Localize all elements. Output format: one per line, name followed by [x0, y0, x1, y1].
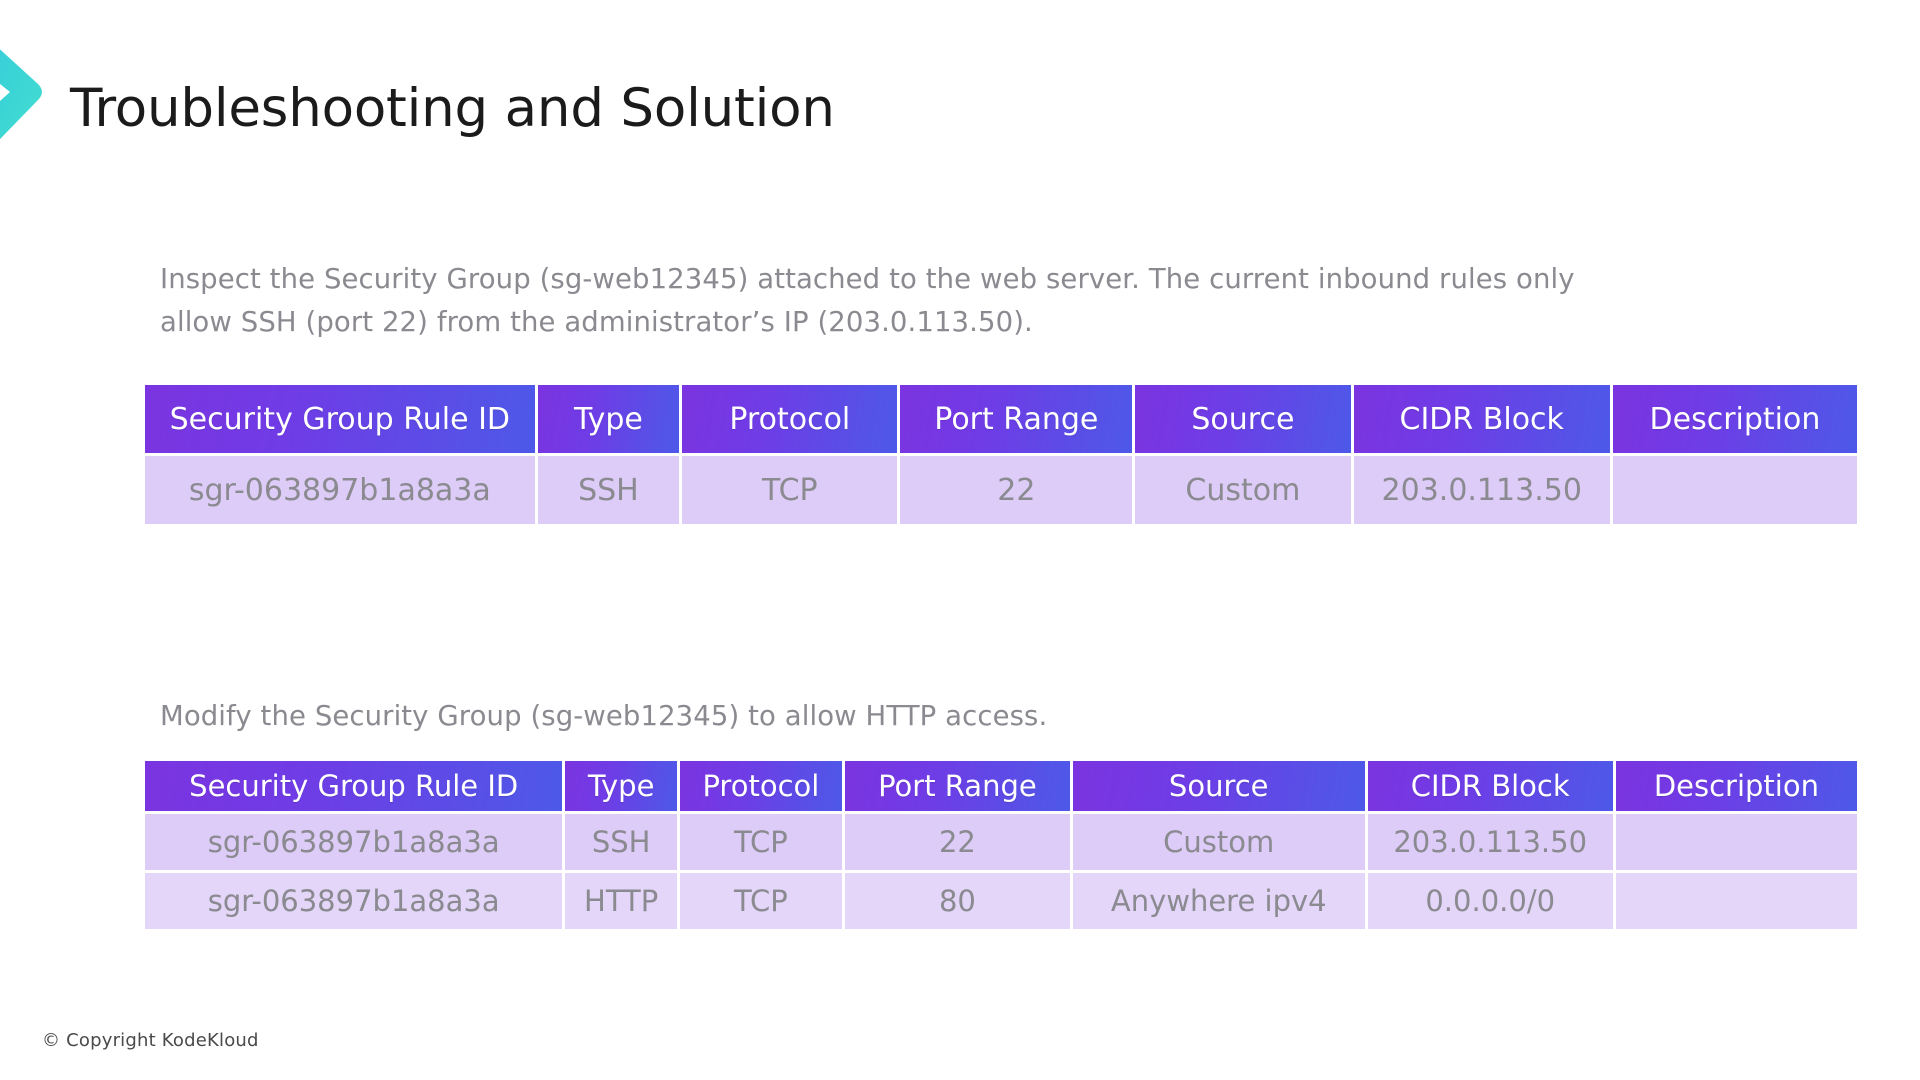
section-2-description: Modify the Security Group (sg-web12345) … — [160, 700, 1048, 732]
page-title: Troubleshooting and Solution — [70, 78, 835, 139]
cell-source: Custom — [1072, 814, 1365, 870]
table-row[interactable]: sgr-063897b1a8a3a SSH TCP 22 Custom 203.… — [145, 456, 1857, 524]
cell-port-range: 22 — [844, 814, 1070, 870]
table-row[interactable]: sgr-063897b1a8a3a HTTP TCP 80 Anywhere i… — [145, 873, 1857, 929]
section-1-description: Inspect the Security Group (sg-web12345)… — [160, 263, 1575, 338]
cell-cidr-block: 203.0.113.50 — [1367, 814, 1613, 870]
column-header-type[interactable]: Type — [565, 761, 677, 811]
cell-source: Anywhere ipv4 — [1072, 873, 1365, 929]
column-header-source[interactable]: Source — [1135, 385, 1351, 453]
cell-rule-id: sgr-063897b1a8a3a — [145, 456, 535, 524]
column-header-source[interactable]: Source — [1072, 761, 1365, 811]
cell-description — [1615, 873, 1857, 929]
column-header-rule-id[interactable]: Security Group Rule ID — [145, 761, 563, 811]
column-header-protocol[interactable]: Protocol — [679, 761, 842, 811]
column-header-description[interactable]: Description — [1615, 761, 1857, 811]
table-header-row: Security Group Rule ID Type Protocol Por… — [145, 761, 1857, 811]
column-header-port-range[interactable]: Port Range — [844, 761, 1070, 811]
chevron-right-icon — [0, 49, 42, 140]
cell-protocol: TCP — [682, 456, 898, 524]
column-header-type[interactable]: Type — [537, 385, 680, 453]
cell-protocol: TCP — [679, 814, 842, 870]
cell-protocol: TCP — [679, 873, 842, 929]
security-group-rules-table-after: Security Group Rule ID Type Protocol Por… — [142, 758, 1860, 932]
cell-cidr-block: 203.0.113.50 — [1353, 456, 1610, 524]
column-header-cidr-block[interactable]: CIDR Block — [1367, 761, 1613, 811]
cell-description — [1612, 456, 1857, 524]
cell-rule-id: sgr-063897b1a8a3a — [145, 873, 563, 929]
security-group-rules-table-before: Security Group Rule ID Type Protocol Por… — [142, 382, 1860, 527]
column-header-port-range[interactable]: Port Range — [900, 385, 1133, 453]
cell-cidr-block: 0.0.0.0/0 — [1367, 873, 1613, 929]
brand-chevron-logo — [0, 20, 66, 172]
table-header-row: Security Group Rule ID Type Protocol Por… — [145, 385, 1857, 453]
cell-type: SSH — [537, 456, 680, 524]
cell-port-range: 22 — [900, 456, 1133, 524]
cell-source: Custom — [1135, 456, 1351, 524]
column-header-description[interactable]: Description — [1612, 385, 1857, 453]
cell-description — [1615, 814, 1857, 870]
footer-copyright: © Copyright KodeKloud — [42, 1030, 259, 1051]
cell-type: SSH — [565, 814, 677, 870]
cell-rule-id: sgr-063897b1a8a3a — [145, 814, 563, 870]
table-row[interactable]: sgr-063897b1a8a3a SSH TCP 22 Custom 203.… — [145, 814, 1857, 870]
column-header-protocol[interactable]: Protocol — [682, 385, 898, 453]
cell-port-range: 80 — [844, 873, 1070, 929]
cell-type: HTTP — [565, 873, 677, 929]
column-header-cidr-block[interactable]: CIDR Block — [1353, 385, 1610, 453]
column-header-rule-id[interactable]: Security Group Rule ID — [145, 385, 535, 453]
